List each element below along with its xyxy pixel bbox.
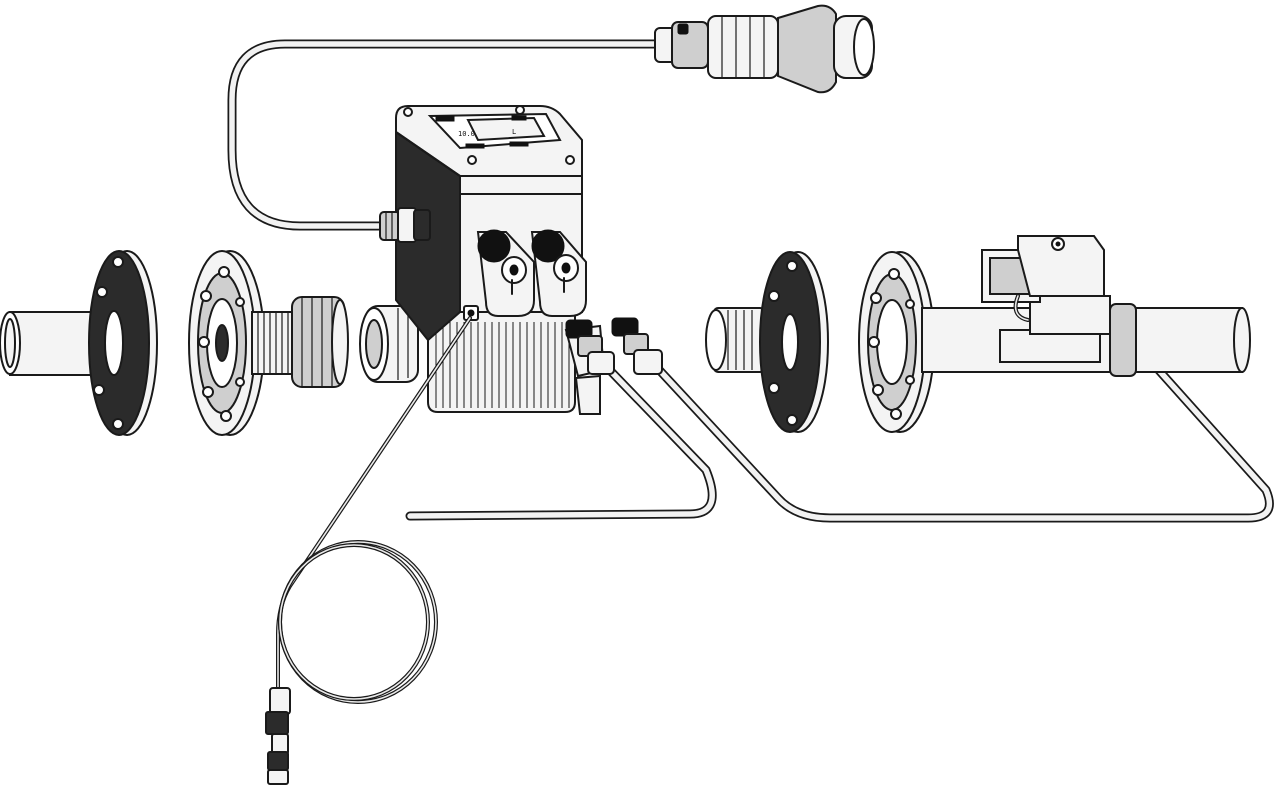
cable-inlet-left [476, 229, 535, 317]
cooling-fins [435, 322, 570, 408]
capillary-sensor-tip [265, 687, 291, 785]
sensor-probe-icon [564, 317, 663, 415]
solenoid-valve-icon [981, 235, 1111, 363]
lcd-display-icon: 10.0 L [427, 112, 562, 150]
flange-icon [88, 250, 158, 436]
display-reading: 10.0 [458, 130, 475, 138]
right-flange-icon [759, 251, 829, 433]
ground-screw-head [467, 309, 475, 317]
threaded-hub-icon [705, 307, 765, 373]
coiled-cable-icon [276, 316, 472, 704]
threaded-union-nut-icon [251, 296, 349, 388]
bolt-ring-flange-icon [188, 250, 265, 436]
top-cable [227, 39, 665, 231]
right-bolt-ring-flange-icon [858, 251, 935, 433]
circular-connector-plug-icon [654, 4, 875, 94]
probe-cable-long [645, 257, 1274, 523]
cable-inlet-right [530, 229, 587, 317]
display-unit: L [512, 128, 516, 136]
union-sleeve-icon [359, 305, 419, 383]
cable-gland-icon [379, 207, 431, 243]
probe-cable-short [405, 355, 717, 521]
